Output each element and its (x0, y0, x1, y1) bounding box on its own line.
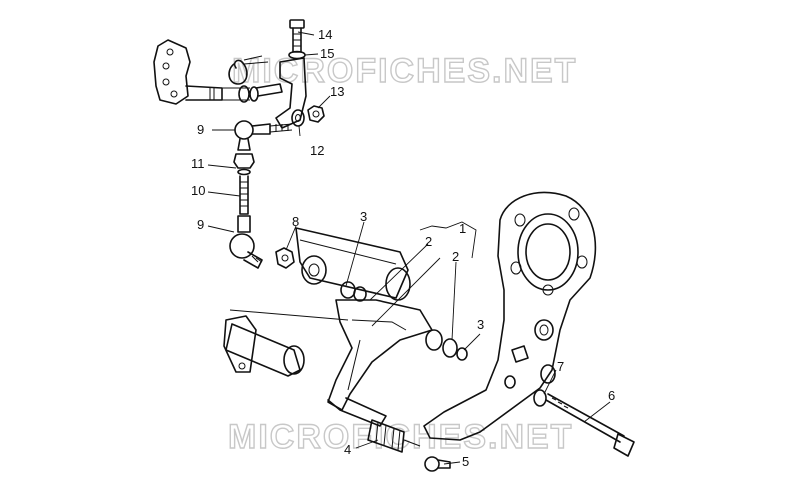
ball-joint-lower (229, 215, 263, 269)
footpeg-rubber-4 (367, 419, 421, 453)
screw-5 (424, 456, 451, 472)
callout-2b: 2 (452, 249, 459, 264)
lever-pivot-shaft (295, 227, 411, 302)
callout-14: 14 (318, 27, 332, 42)
nut-11 (233, 153, 255, 169)
callout-labels: 1 2 2 3 3 4 5 6 7 8 9 9 10 11 12 13 14 1… (191, 27, 615, 469)
linkage-bracket (255, 57, 307, 129)
callout-7: 7 (557, 359, 564, 374)
long-bolt-6 (545, 393, 635, 457)
leader-lines (207, 31, 611, 465)
lower-pivot-tube (223, 309, 349, 377)
bolt-14 (289, 19, 305, 53)
ball-joint-upper (234, 120, 293, 151)
gear-lever-arm (327, 299, 468, 427)
threaded-rod-10 (239, 175, 249, 215)
callout-5: 5 (462, 454, 469, 469)
callout-4: 4 (344, 442, 351, 457)
footrest-plate (423, 191, 597, 441)
callout-15: 15 (320, 46, 334, 61)
watermark-bottom: MICROFICHES.NET (228, 418, 573, 456)
callout-9b: 9 (197, 217, 204, 232)
callout-3b: 3 (477, 317, 484, 332)
callout-11: 11 (191, 156, 205, 171)
callout-9a: 9 (197, 122, 204, 137)
shift-shaft-assembly (153, 39, 269, 105)
callout-2a: 2 (425, 234, 432, 249)
callout-10: 10 (191, 183, 205, 198)
nut-8 (275, 247, 295, 269)
callout-6: 6 (608, 388, 615, 403)
nut-13 (307, 105, 325, 123)
watermark-top: MICROFICHES.NET (232, 52, 577, 90)
callout-12: 12 (310, 143, 324, 158)
callout-1: 1 (459, 221, 466, 236)
callout-8: 8 (292, 214, 299, 229)
washer-7 (533, 389, 547, 407)
callout-13: 13 (330, 84, 344, 99)
callout-3a: 3 (360, 209, 367, 224)
lock-nut-11 (237, 168, 251, 176)
